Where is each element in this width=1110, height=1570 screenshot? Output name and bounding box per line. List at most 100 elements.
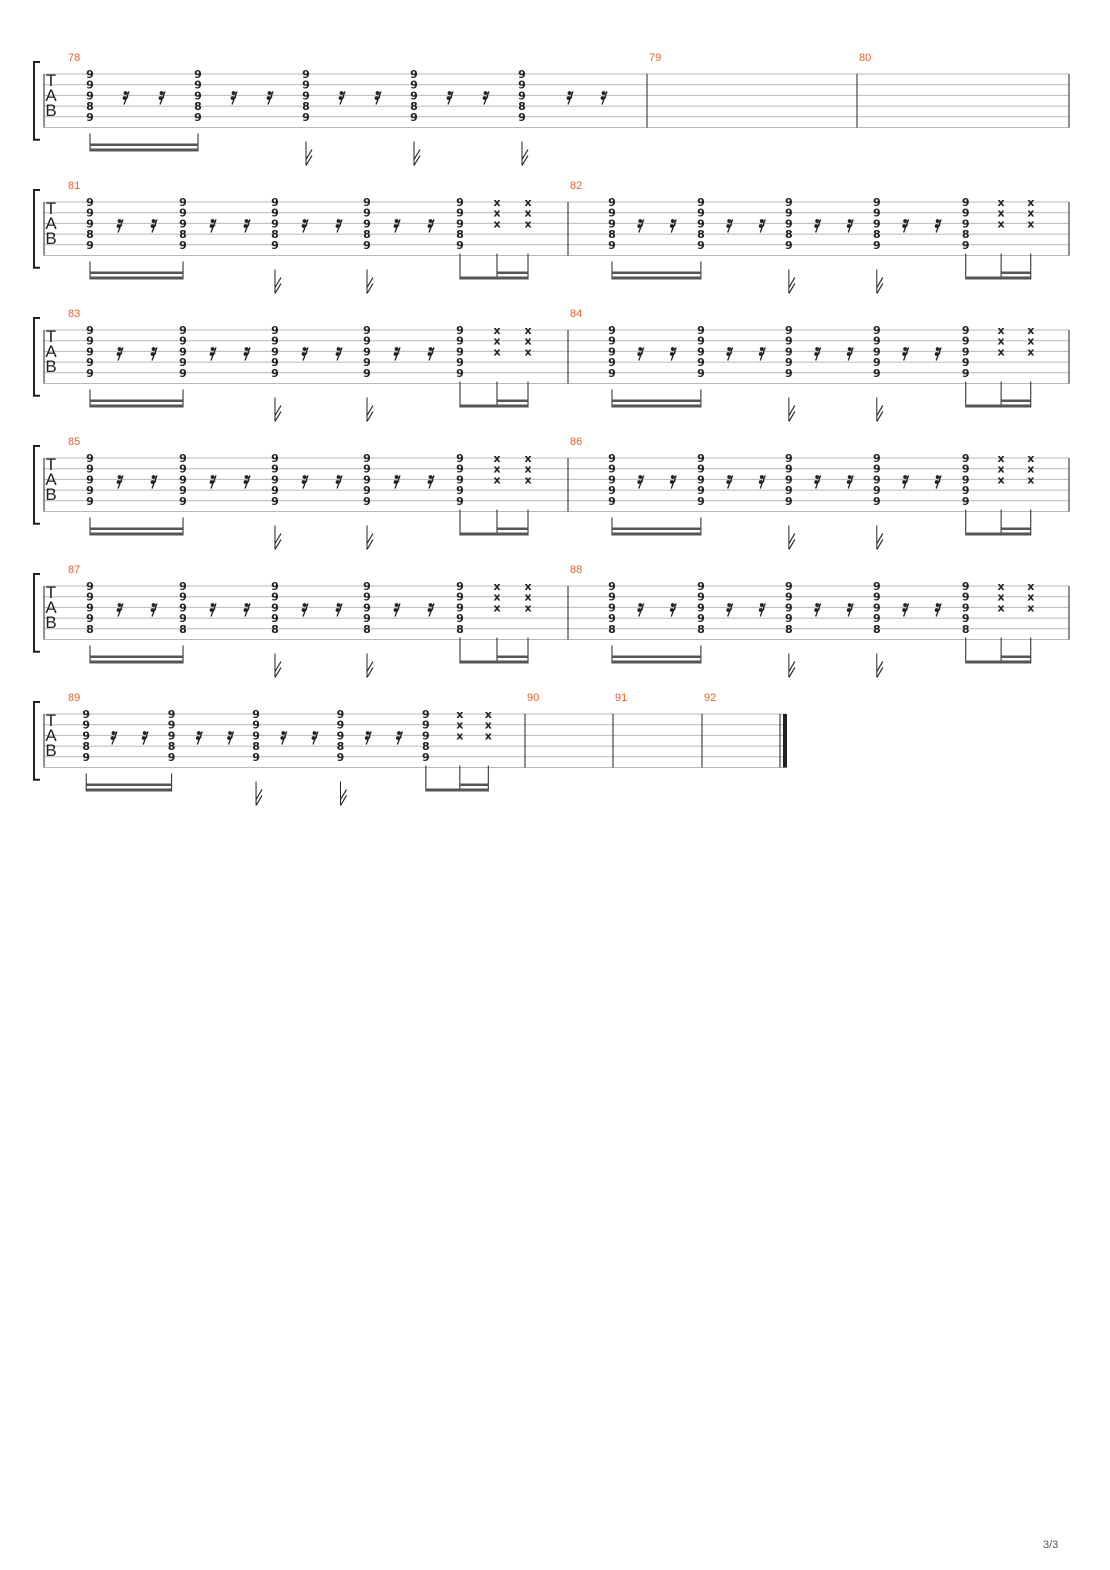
rest-flag-dot <box>281 731 286 735</box>
fret-number: 9 <box>873 612 881 625</box>
measure-number: 86 <box>570 436 582 448</box>
fret-number: 9 <box>608 217 616 230</box>
rest-flag <box>429 480 434 483</box>
fret-number: 9 <box>873 473 881 486</box>
rest-flag-dot <box>814 224 819 228</box>
dead-note: x <box>456 708 463 721</box>
dead-note: x <box>998 324 1005 337</box>
fret-number: 9 <box>86 601 94 614</box>
rest-flag <box>304 603 309 606</box>
note-flag <box>521 149 529 160</box>
beam <box>965 532 1031 536</box>
fret-number: 9 <box>873 452 881 465</box>
dead-note: x <box>1027 335 1034 348</box>
fret-number: 9 <box>785 196 793 209</box>
rest-flag <box>671 608 676 611</box>
rest-flag-dot <box>280 736 285 740</box>
rest-flag <box>728 475 734 478</box>
rest-flag-dot <box>935 219 940 223</box>
rest-flag <box>212 475 217 478</box>
fret-number: 9 <box>86 79 94 92</box>
fret-number: 9 <box>86 580 94 593</box>
fret-number: 9 <box>179 356 187 369</box>
note-flag <box>366 533 374 544</box>
rest-flag <box>395 480 400 483</box>
fret-number: 9 <box>785 217 793 230</box>
fret-number: 9 <box>86 495 94 508</box>
beam <box>611 527 701 530</box>
rest-flag-dot <box>726 352 731 356</box>
fret-number: 9 <box>608 345 616 358</box>
system-bracket <box>33 701 40 781</box>
fret-number: 8 <box>82 740 90 753</box>
note-flag <box>788 661 796 672</box>
rest-flag-dot <box>815 603 820 607</box>
rest-flag <box>245 352 250 355</box>
rest-flag <box>639 480 644 483</box>
rest-flag <box>245 608 250 611</box>
beam <box>460 660 528 664</box>
fret-number: 9 <box>697 601 705 614</box>
fret-number: 9 <box>337 729 345 742</box>
rest-flag <box>727 608 733 611</box>
rest-flag <box>153 219 158 222</box>
dead-note: x <box>1027 207 1034 220</box>
fret-number: 9 <box>271 601 279 614</box>
fret-number: 9 <box>873 345 881 358</box>
dead-note: x <box>524 196 531 209</box>
fret-number: 9 <box>697 239 705 252</box>
rest-flag-dot <box>117 603 122 607</box>
fret-number: 9 <box>962 580 970 593</box>
fret-number: 9 <box>873 484 881 497</box>
rest-flag <box>153 347 158 350</box>
fret-number: 9 <box>86 207 94 220</box>
beam <box>90 660 183 664</box>
dead-note: x <box>1027 580 1034 593</box>
note-flag <box>788 533 796 544</box>
measure-number: 80 <box>859 52 871 64</box>
dead-note: x <box>998 345 1005 358</box>
fret-number: 9 <box>363 612 371 625</box>
tab-clef-letter: A <box>45 598 57 617</box>
beam <box>965 276 1031 280</box>
fret-number: 9 <box>271 217 279 230</box>
rest-flag-dot <box>727 603 732 607</box>
rest-flag <box>815 480 821 483</box>
note-flag <box>274 667 282 678</box>
measure-number: 82 <box>570 180 582 192</box>
rest-flag <box>113 731 118 734</box>
fret-number: 9 <box>697 207 705 220</box>
fret-number: 9 <box>179 484 187 497</box>
dead-note: x <box>998 601 1005 614</box>
fret-number: 9 <box>697 484 705 497</box>
measure: 92 <box>704 692 787 768</box>
fret-number: 9 <box>697 495 705 508</box>
rest-flag-dot <box>846 224 851 228</box>
tab-clef-letter: T <box>46 199 56 218</box>
rest-flag <box>815 224 821 227</box>
tab-clef-letter: B <box>45 613 56 632</box>
fret-number: 8 <box>697 623 705 636</box>
rest-flag <box>229 731 235 734</box>
rest-flag-dot <box>814 352 819 356</box>
rest-flag-dot <box>312 731 317 735</box>
rest-flag-dot <box>726 480 731 484</box>
fret-number: 9 <box>962 345 970 358</box>
rest-flag-dot <box>311 736 316 740</box>
rest-flag <box>118 608 123 611</box>
dead-note: x <box>493 335 500 348</box>
fret-number: 9 <box>608 601 616 614</box>
beam <box>1001 271 1031 274</box>
dead-note: x <box>1027 217 1034 230</box>
fret-number: 9 <box>873 239 881 252</box>
fret-number: 9 <box>697 463 705 476</box>
fret-number: 9 <box>873 463 881 476</box>
fret-number: 9 <box>785 484 793 497</box>
fret-number: 9 <box>271 452 279 465</box>
rest-flag <box>484 96 489 99</box>
fret-number: 9 <box>456 495 464 508</box>
